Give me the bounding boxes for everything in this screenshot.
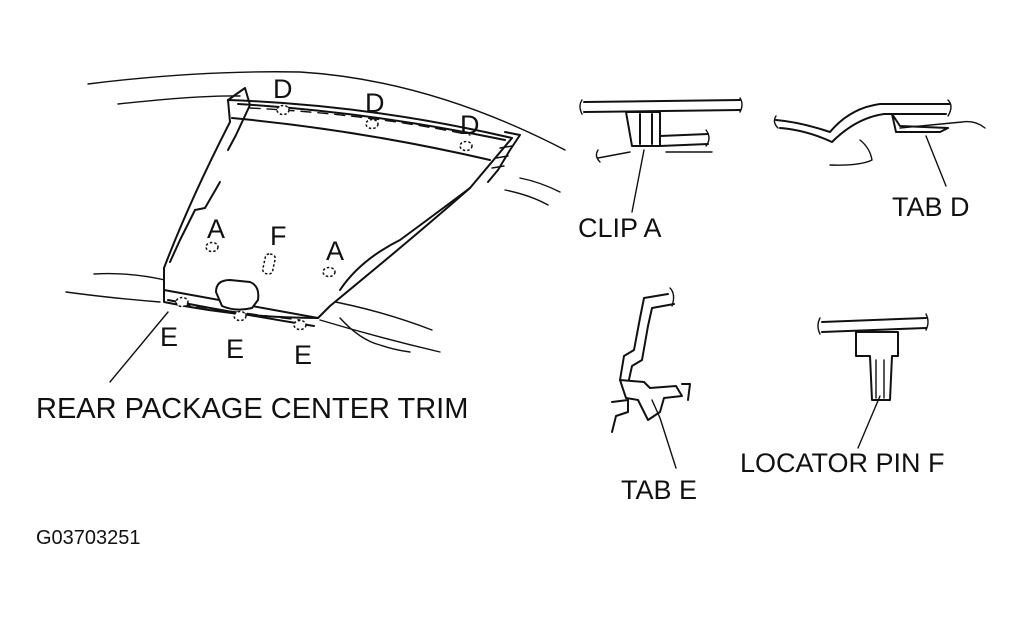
clip-a-detail <box>579 97 743 213</box>
callout-e-3: E <box>294 340 312 370</box>
main-part-label: REAR PACKAGE CENTER TRIM <box>36 393 468 425</box>
locator-pin-f-detail <box>817 313 929 449</box>
callout-e-2: E <box>226 334 244 364</box>
tab-d-label: TAB D <box>892 192 970 222</box>
tab-e-detail <box>611 287 691 469</box>
callout-d-1: D <box>273 74 293 104</box>
callout-d-2: D <box>365 88 385 118</box>
callout-e-1: E <box>160 322 178 352</box>
callout-a-2: A <box>326 236 344 266</box>
callout-a-1: A <box>207 214 225 244</box>
body-outline-lines <box>65 71 566 353</box>
clip-a-label: CLIP A <box>578 213 662 243</box>
locator-pin-f-label: LOCATOR PIN F <box>740 448 945 478</box>
main-label-leader <box>109 311 169 383</box>
callout-d-3: D <box>460 110 480 140</box>
callout-f: F <box>270 221 287 251</box>
tab-e-label: TAB E <box>621 475 697 505</box>
figure-id: G03703251 <box>36 527 141 549</box>
clip-holes <box>175 104 473 331</box>
tab-d-detail <box>773 99 986 187</box>
